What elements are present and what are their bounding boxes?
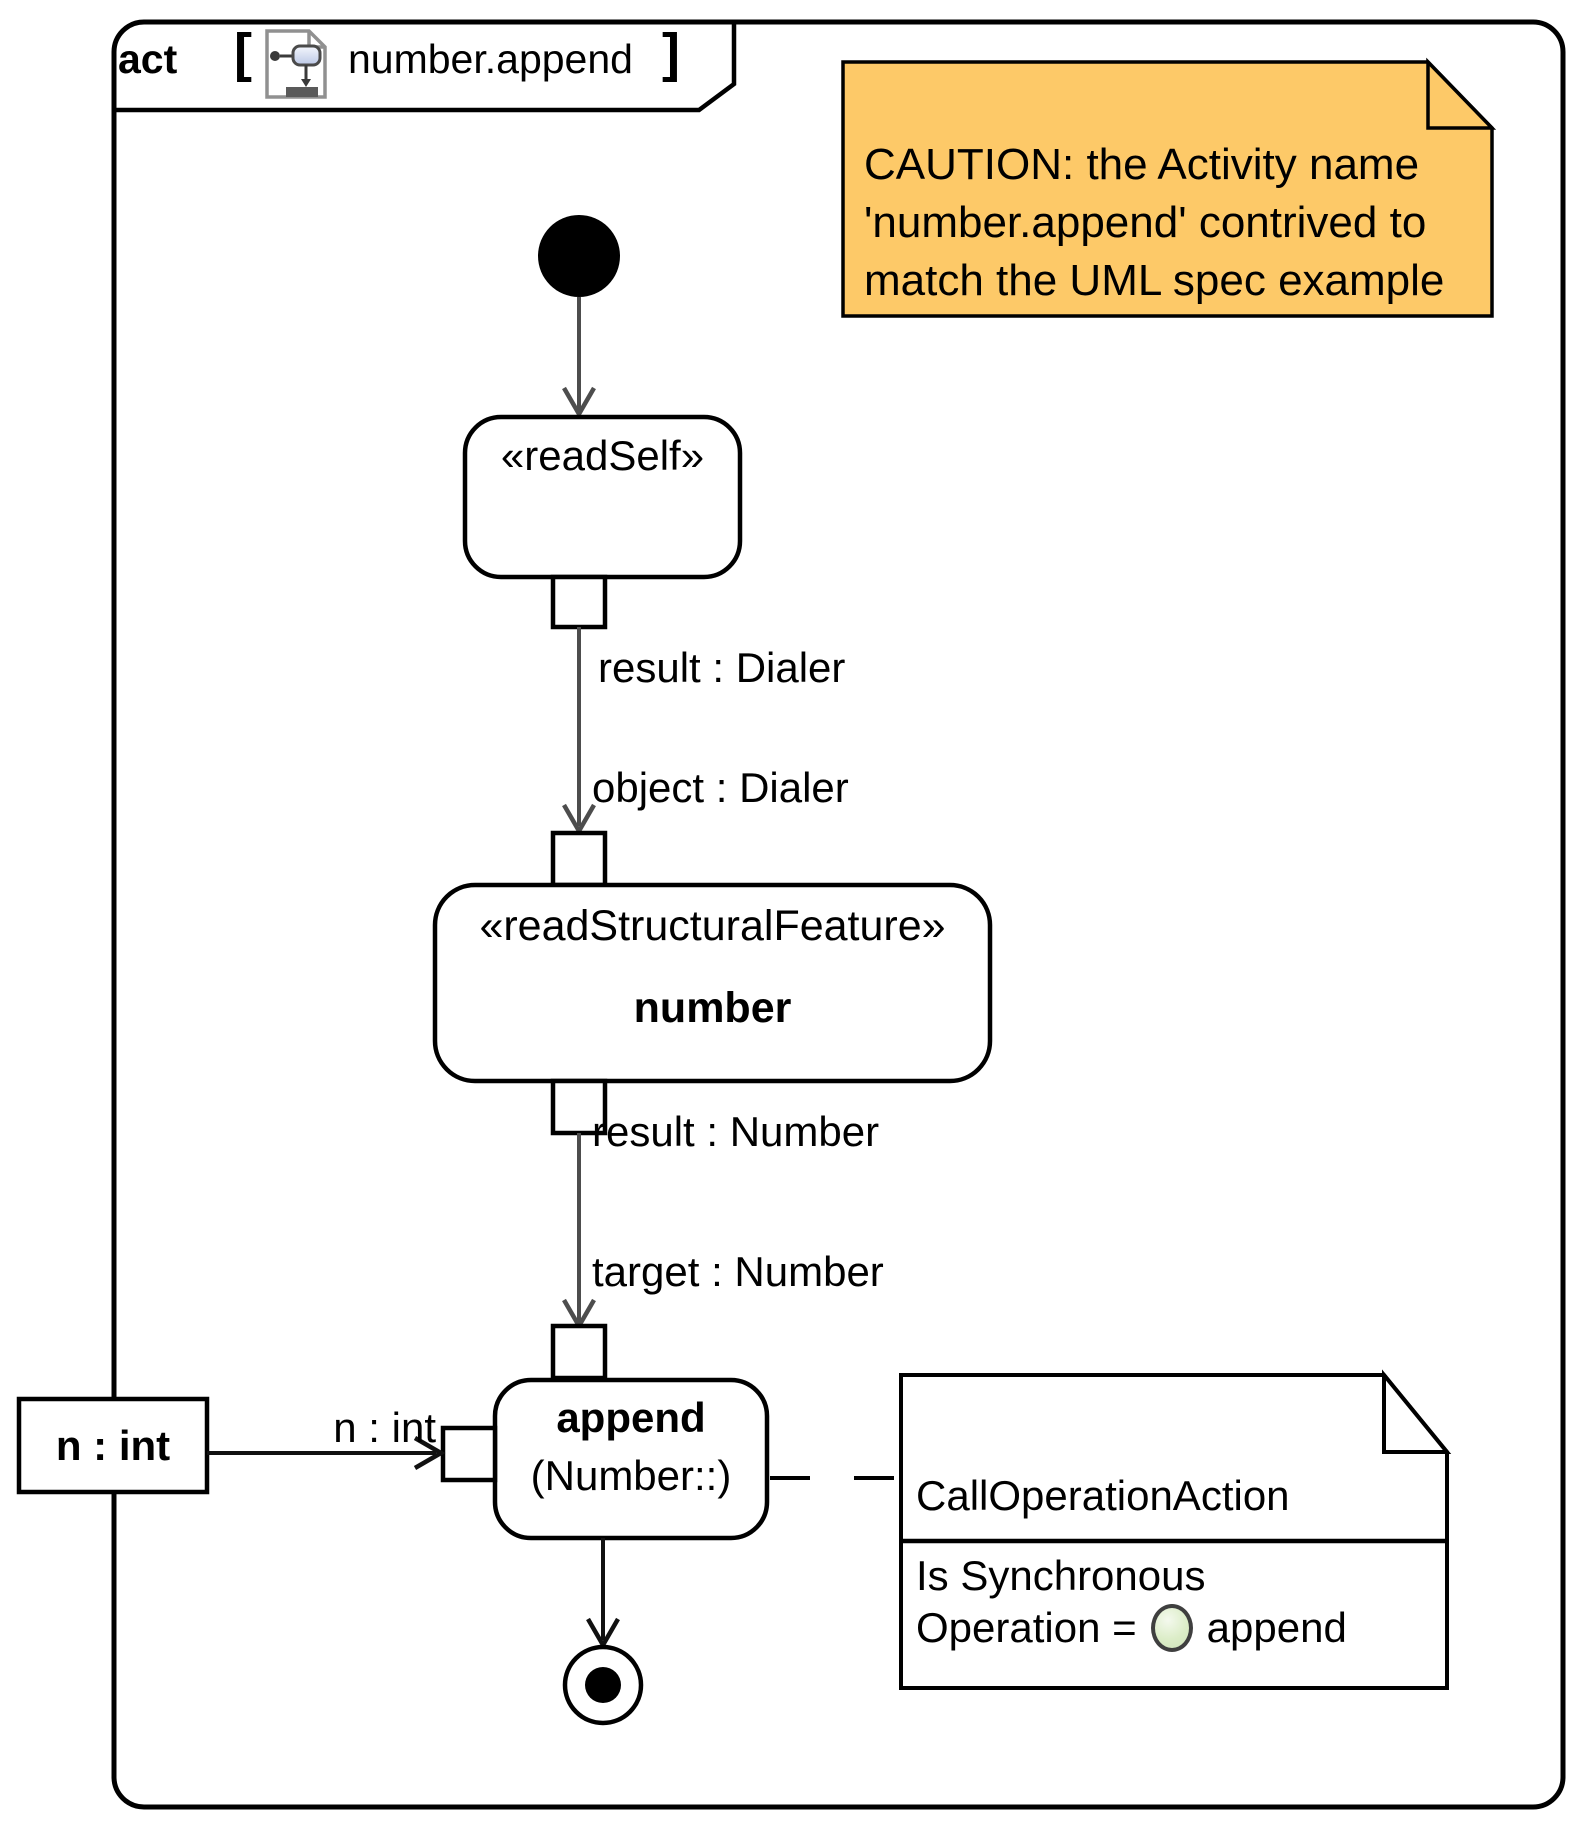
label-result-dialer[interactable]: result : Dialer: [598, 644, 846, 691]
caution-note-line: CAUTION: the Activity name: [864, 140, 1420, 189]
readstructuralfeature-action[interactable]: [432, 882, 993, 1084]
readself-stereotype: «readSelf»: [500, 432, 705, 479]
initial-node[interactable]: [538, 215, 620, 297]
activity-diagram-icon: [265, 29, 327, 99]
caution-note-text: CAUTION: the Activity name 'number.appen…: [864, 136, 1444, 310]
rsf-name: number: [633, 984, 792, 1032]
frame-diagram-name: number.append: [348, 36, 633, 82]
frame-bracket-close: ]: [662, 23, 680, 83]
parameter-node-label: n : int: [55, 1422, 171, 1469]
append-name: append: [556, 1394, 706, 1441]
caution-note-fold-icon: [1426, 57, 1497, 130]
operation-icon: [1150, 1604, 1193, 1652]
spec-note-title: CallOperationAction: [916, 1472, 1290, 1519]
append-qualifier: (Number::): [530, 1452, 732, 1499]
caution-note[interactable]: [841, 60, 1494, 318]
caution-note-line: 'number.append' contrived to: [864, 198, 1427, 247]
append-input-pin-top[interactable]: [550, 1323, 608, 1381]
append-input-pin-left[interactable]: [440, 1425, 498, 1483]
arrowhead-icon: [562, 386, 596, 419]
parameter-node-n-int[interactable]: [16, 1396, 210, 1495]
spec-note-operation-row: Operation = append: [916, 1604, 1347, 1652]
frame-bracket-open: [: [234, 23, 252, 83]
rsf-input-pin[interactable]: [550, 830, 608, 888]
spec-note-fold-icon: [1382, 1369, 1452, 1454]
spec-note[interactable]: [899, 1373, 1449, 1690]
readself-output-pin[interactable]: [550, 574, 608, 630]
activity-final-node-dot: [585, 1667, 621, 1703]
frame-keyword: act: [118, 36, 178, 82]
rsf-stereotype: «readStructuralFeature»: [479, 902, 946, 950]
arrowhead-icon: [413, 1436, 446, 1470]
caution-note-line: match the UML spec example: [864, 256, 1445, 305]
label-target-number[interactable]: target : Number: [592, 1248, 884, 1295]
label-result-number[interactable]: result : Number: [592, 1108, 880, 1155]
frame-title-tab[interactable]: [114, 22, 737, 113]
spec-note-is-synchronous: Is Synchronous: [916, 1552, 1206, 1599]
spec-note-operation-prefix: Operation =: [916, 1604, 1137, 1651]
label-n-int[interactable]: n : int: [333, 1404, 436, 1451]
label-object-dialer[interactable]: object : Dialer: [592, 764, 849, 811]
spec-note-operation-value[interactable]: append: [1206, 1604, 1347, 1651]
